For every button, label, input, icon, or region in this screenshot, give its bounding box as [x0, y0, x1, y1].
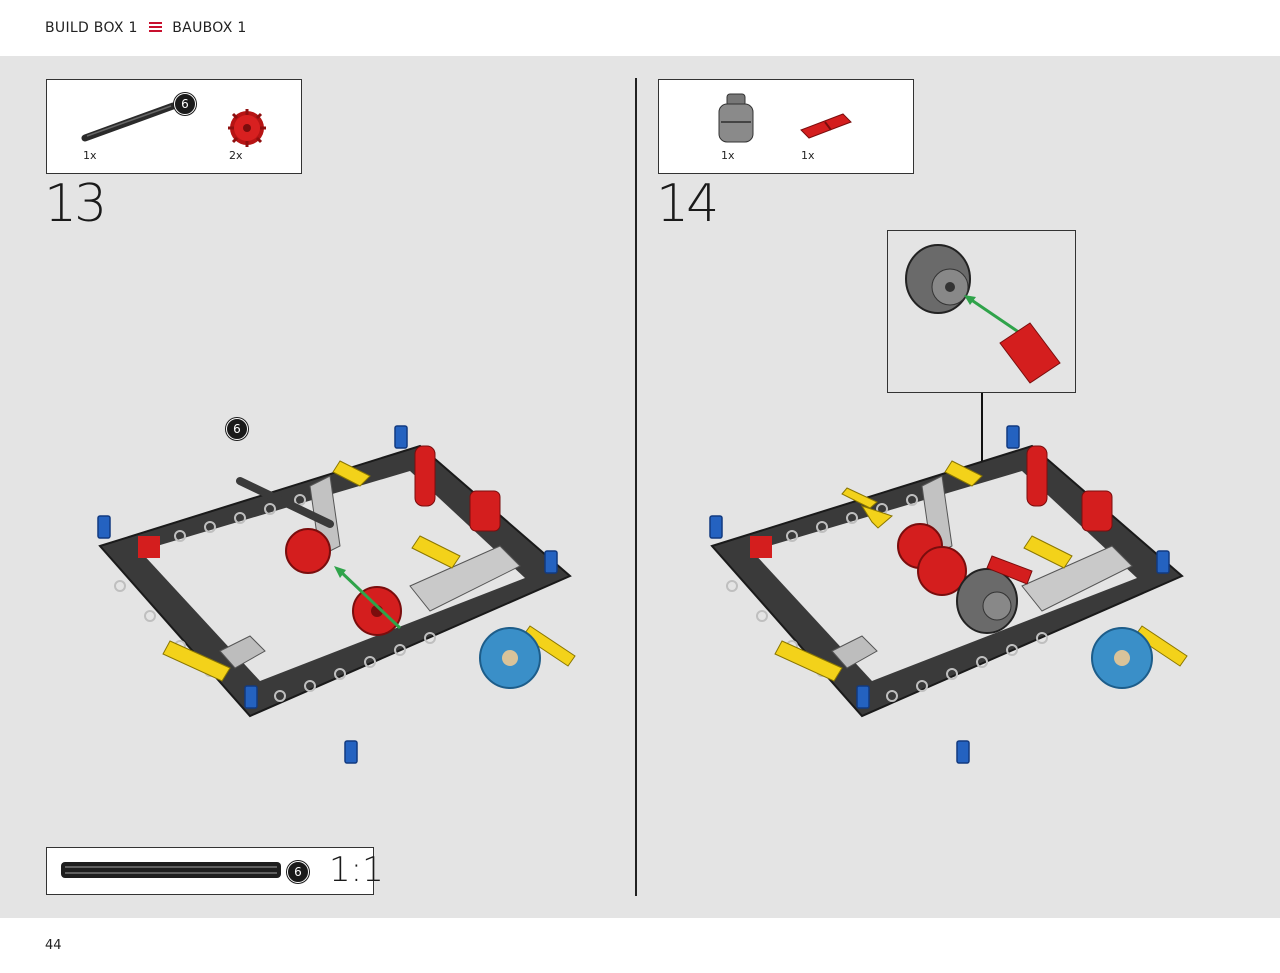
- scale-reference-box: 6 1:1: [46, 847, 384, 895]
- sub-assembly-callout: [887, 230, 1076, 393]
- bush-pin-subassembly-icon: [905, 244, 1061, 384]
- step-divider: [635, 78, 637, 896]
- axle-length-badge: 6: [287, 861, 309, 883]
- part-qty: 1x: [83, 149, 97, 162]
- header-title-en: BUILD BOX 1: [45, 20, 138, 36]
- instruction-page: 6 1x 2x 13: [0, 56, 1280, 918]
- step-number: 13: [44, 174, 107, 234]
- red-pin-icon: [800, 113, 852, 139]
- page-footer: 44: [0, 918, 1280, 973]
- part-qty: 2x: [229, 149, 243, 162]
- menu-icon: [148, 20, 162, 36]
- parts-list-step-13: 6 1x 2x: [46, 79, 302, 174]
- axle-length-badge: 6: [226, 418, 248, 440]
- red-gear-icon: [228, 109, 266, 147]
- part-qty: 1x: [801, 149, 815, 162]
- axle-length-badge: 6: [174, 93, 196, 115]
- step-number: 14: [656, 174, 719, 234]
- page-number: 44: [45, 938, 62, 953]
- axle-6-icon: [81, 102, 177, 142]
- scale-label: 1:1: [329, 850, 384, 890]
- grey-bush-icon: [718, 93, 754, 143]
- axle-scale-icon: [61, 862, 281, 878]
- assembly-illustration-step-13: [97, 425, 576, 764]
- page-header: BUILD BOX 1 BAUBOX 1: [0, 0, 1280, 56]
- yellow-arrow-icon: [841, 487, 893, 529]
- assembly-illustration-step-14: [709, 425, 1188, 764]
- part-qty: 1x: [721, 149, 735, 162]
- header-title: BUILD BOX 1 BAUBOX 1: [45, 20, 247, 36]
- header-title-de: BAUBOX 1: [172, 20, 247, 36]
- parts-list-step-14: 1x 1x: [658, 79, 914, 174]
